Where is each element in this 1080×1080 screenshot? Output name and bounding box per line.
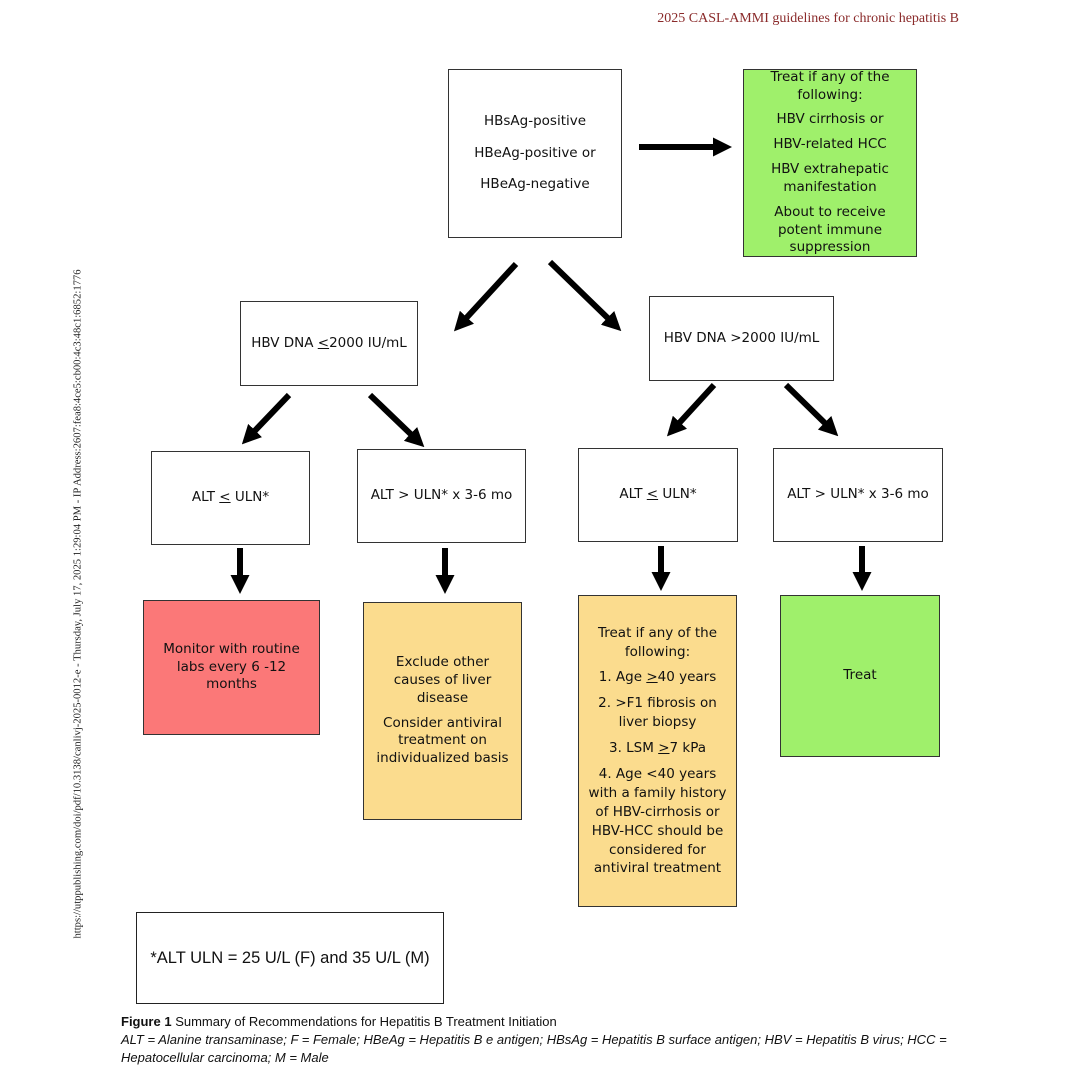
hbsag-status-box: HBsAg-positive HBeAg-positive or HBeAg-n… [448,69,622,238]
treat-if-any-title: Treat if any of the following: [770,68,890,103]
treat-criteria-item-3: 3. LSM >7 kPa [608,740,707,757]
alt-high-left-label: ALT > ULN* x 3-6 mo [370,487,513,504]
treat-if-any-item-3: HBV extrahepatic manifestation [771,161,889,195]
arrow-root-to-dna-low [453,261,519,332]
caption-abbreviations: ALT = Alanine transaminase; F = Female; … [121,1032,947,1066]
treat-if-any-item-4: About to receive potent immune suppressi… [774,203,886,256]
treat-label: Treat [843,667,877,684]
treat-if-any-item-2: HBV-related HCC [773,136,887,153]
exclude-line-2: Consider antiviral treatment on individu… [376,714,509,767]
alt-high-box-right: ALT > ULN* x 3-6 mo [773,448,943,542]
hbv-dna-high-label: HBV DNA >2000 IU/mL [663,329,820,346]
monitor-text: Monitor with routine labs every 6 -12 mo… [163,640,300,693]
arrow-root-to-dna-high [547,259,622,332]
treat-criteria-item-2: 2. >F1 fibrosis on liver biopsy [598,695,717,731]
hbv-dna-low-box: HBV DNA <2000 IU/mL [240,301,418,386]
alt-normal-box-left: ALT < ULN* [151,451,310,545]
treat-criteria-item-4: 4. Age <40 years with a family history o… [588,766,727,877]
caption-label: Figure 1 [121,1014,172,1029]
treat-criteria-title: Treat if any of the following: [597,624,718,660]
figure-caption: Figure 1 Summary of Recommendations for … [121,1013,981,1068]
alt-uln-footnote-text: *ALT ULN = 25 U/L (F) and 35 U/L (M) [150,948,430,967]
treat-criteria-box: Treat if any of the following: 1. Age >4… [578,595,737,907]
treat-if-any-box: Treat if any of the following: HBV cirrh… [743,69,917,257]
alt-high-right-label: ALT > ULN* x 3-6 mo [787,486,929,503]
monitor-box: Monitor with routine labs every 6 -12 mo… [143,600,320,735]
alt-uln-footnote-box: *ALT ULN = 25 U/L (F) and 35 U/L (M) [136,912,444,1004]
caption-title: Summary of Recommendations for Hepatitis… [171,1014,557,1029]
root-line-2: HBeAg-positive or [474,144,596,161]
arrow-dna-low-to-alt-normal [241,392,292,445]
running-header: 2025 CASL-AMMI guidelines for chronic he… [657,11,959,26]
arrow-dna-low-to-alt-high [367,392,425,448]
hbv-dna-high-box: HBV DNA >2000 IU/mL [649,296,834,381]
caption-title-line: Figure 1 Summary of Recommendations for … [121,1013,981,1031]
exclude-other-causes-box: Exclude other causes of liver disease Co… [363,602,522,820]
treat-criteria-item-1: 1. Age >40 years [598,669,717,686]
treat-box: Treat [780,595,940,757]
root-line-1: HBsAg-positive [483,112,587,129]
alt-high-box-left: ALT > ULN* x 3-6 mo [357,449,526,543]
alt-normal-left-label: ALT < ULN* [191,489,270,506]
alt-normal-right-label: ALT < ULN* [619,486,697,503]
hbv-dna-low-label: HBV DNA <2000 IU/mL [251,334,407,351]
alt-normal-box-right: ALT < ULN* [578,448,738,542]
exclude-line-1: Exclude other causes of liver disease [393,654,492,706]
arrow-dna-high-to-alt-normal [666,382,717,437]
arrow-dna-high-to-alt-high [783,382,839,437]
root-line-3: HBeAg-negative [480,176,590,193]
treat-if-any-item-1: HBV cirrhosis or [776,111,884,128]
